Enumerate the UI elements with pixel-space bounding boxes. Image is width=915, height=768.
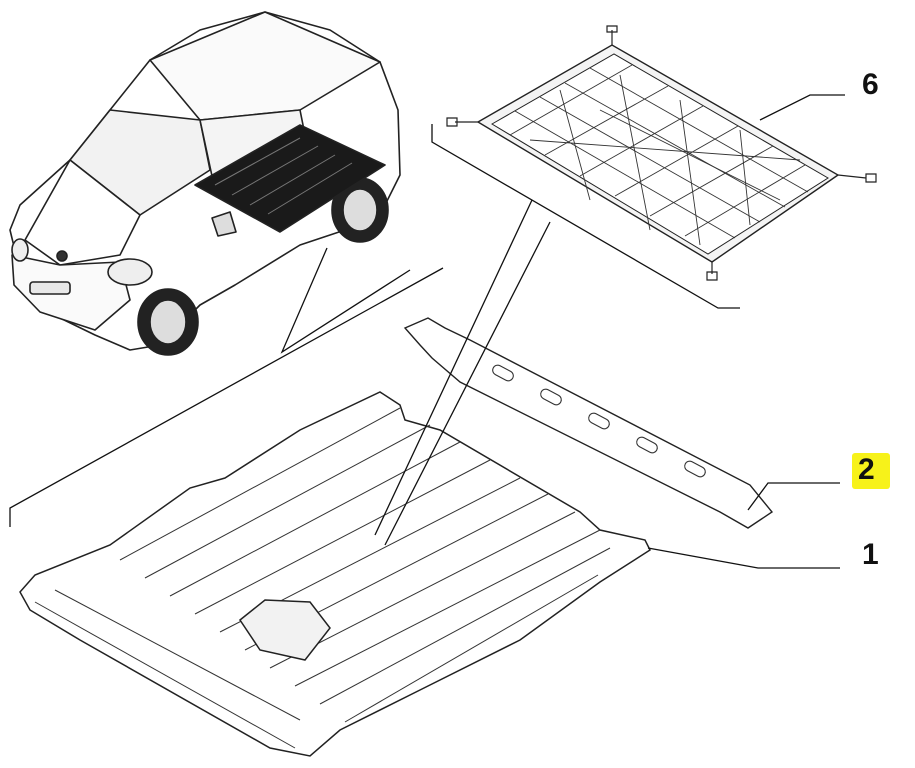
callout-2-label: 2	[858, 453, 875, 486]
callout-1-label: 1	[862, 538, 879, 571]
van-illustration	[9, 11, 401, 356]
cross-member	[403, 317, 774, 529]
callout-6-label: 6	[862, 68, 879, 101]
floor-panel	[19, 391, 651, 757]
leader-lines	[9, 94, 845, 569]
cargo-net	[446, 25, 877, 281]
callout-2-highlight	[852, 453, 890, 489]
